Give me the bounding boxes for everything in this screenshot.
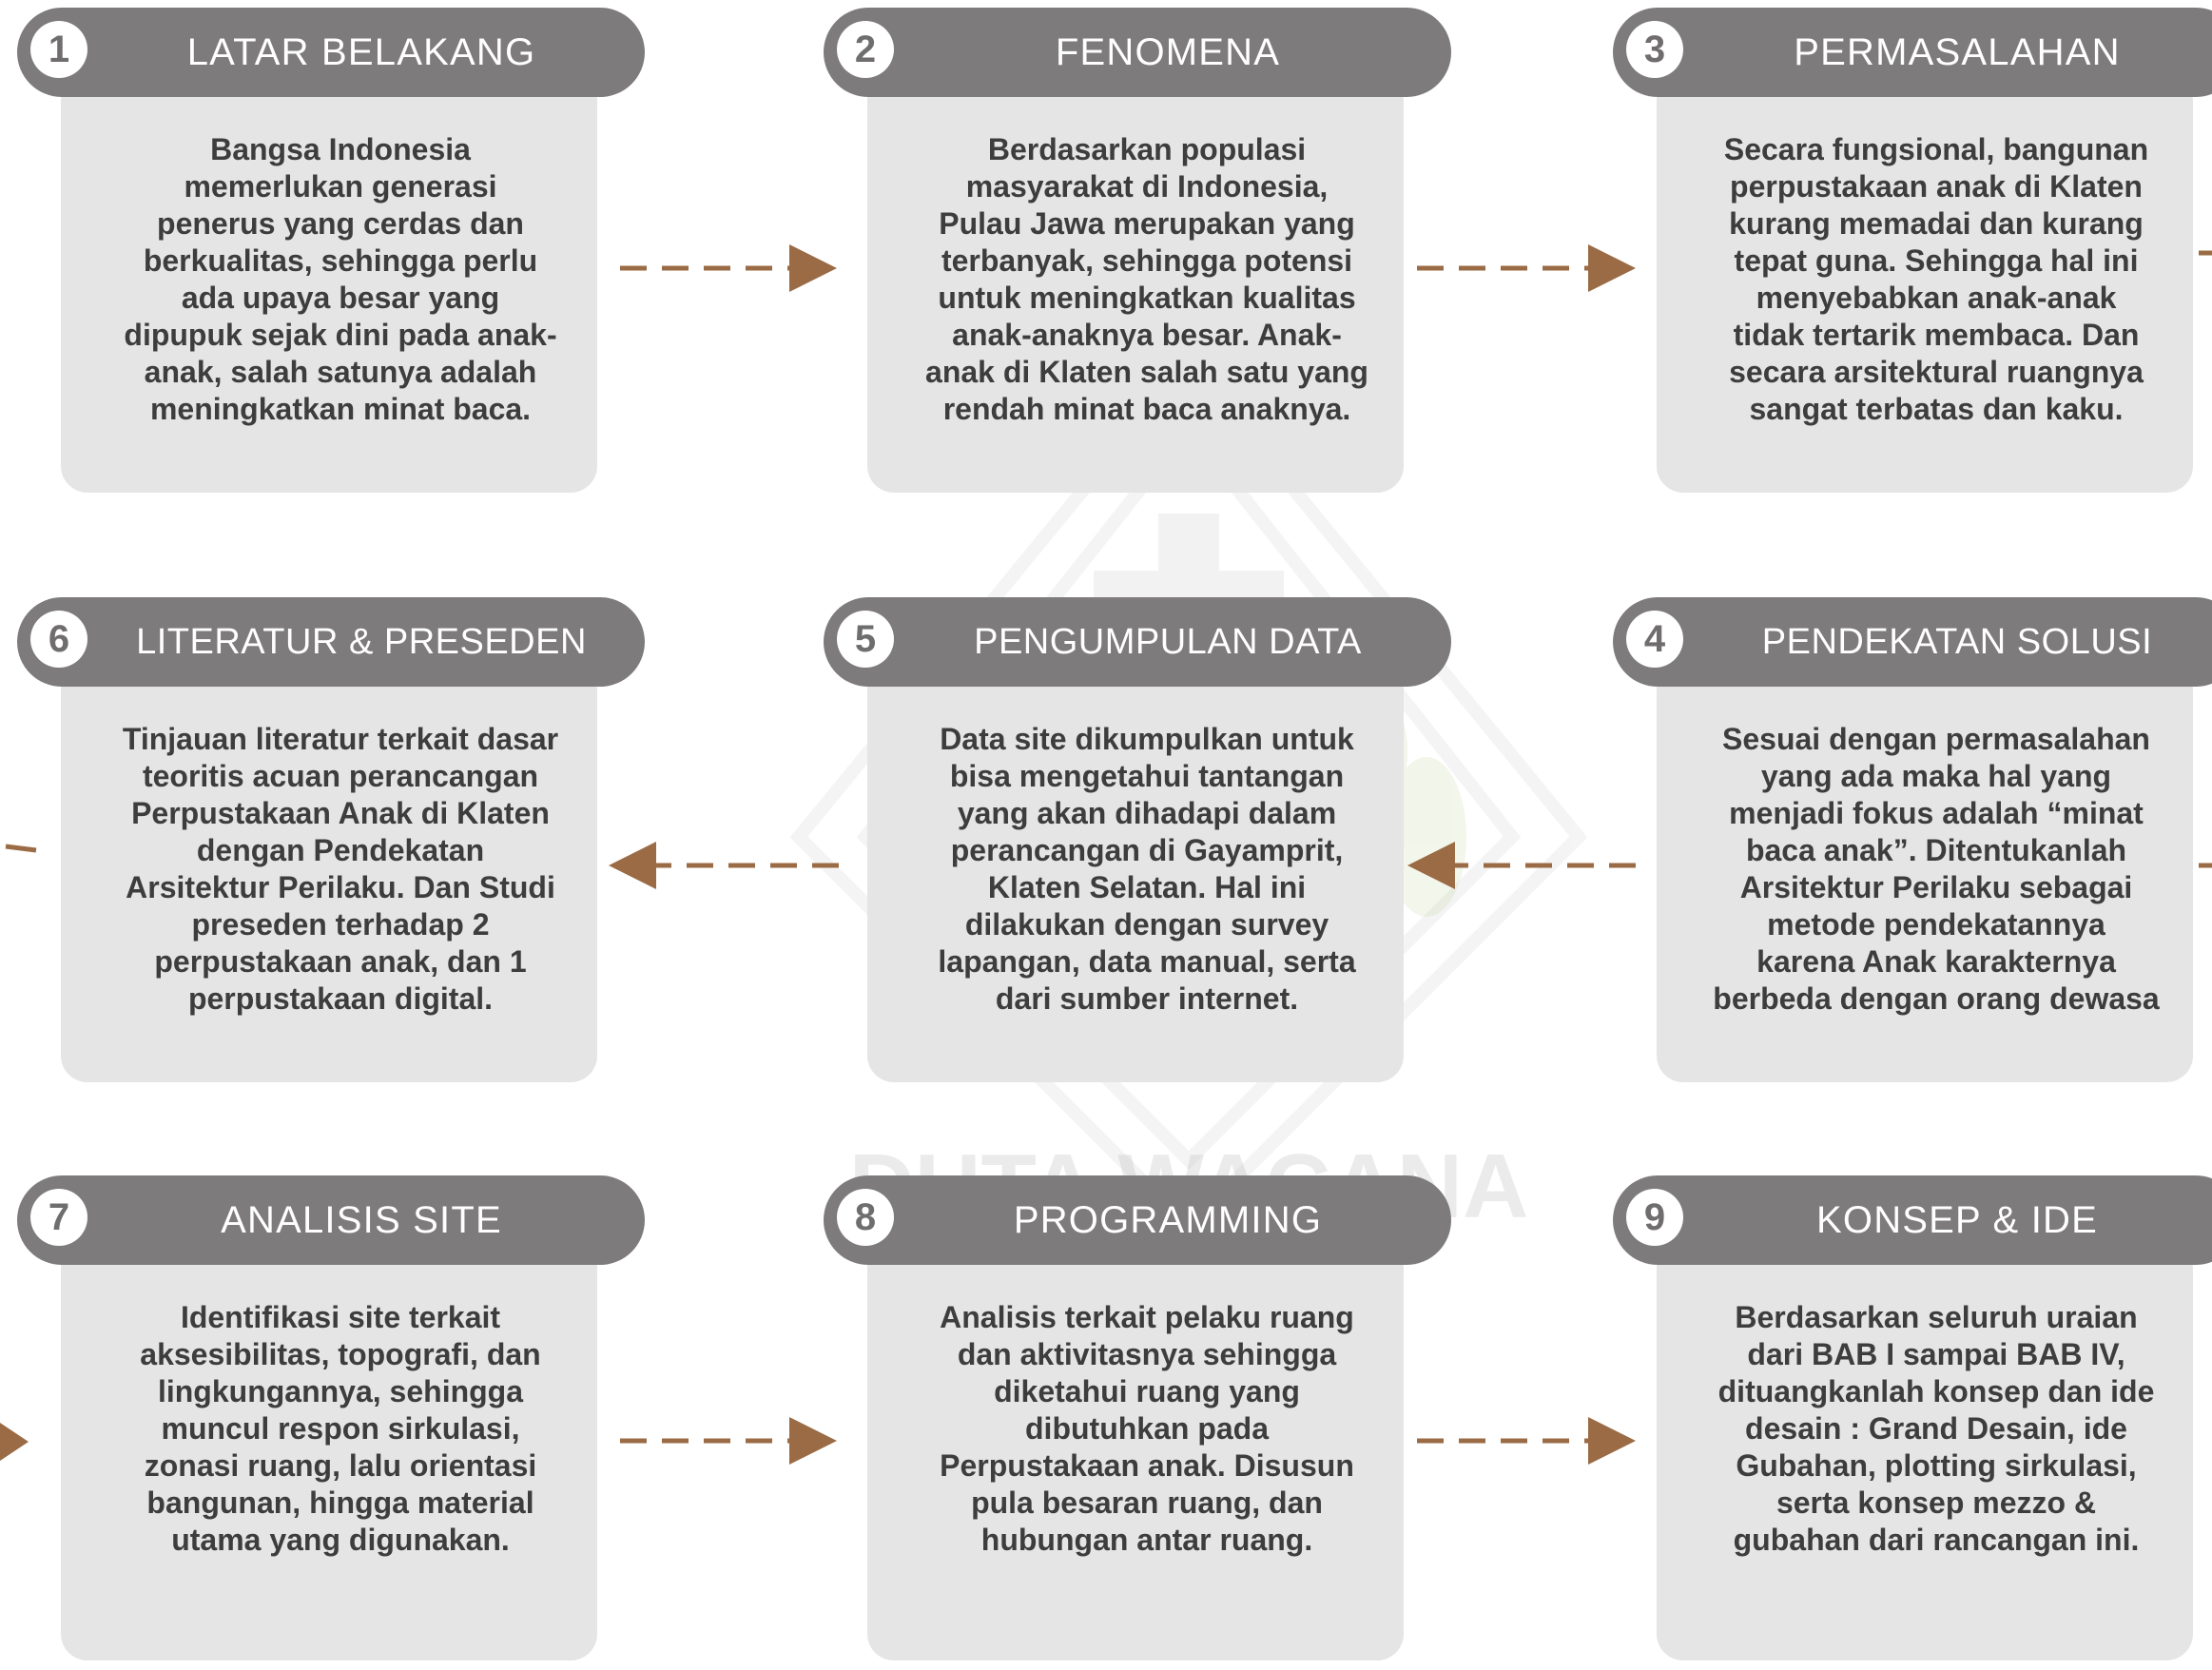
step-card [867,1242,1404,1660]
step-number-badge: 4 [1626,611,1683,668]
step-1: 1 LATAR BELAKANG Bangsa Indonesia memerl… [17,8,645,502]
step-title: PENGUMPULAN DATA [974,621,1362,662]
step-number-badge: 8 [837,1189,894,1246]
step-number-badge: 5 [837,611,894,668]
step-card [867,664,1404,1082]
step-header: 6 LITERATUR & PRESEDEN [17,597,645,687]
step-title: PENDEKATAN SOLUSI [1761,621,2153,662]
step-card [61,664,597,1082]
step-description: Bangsa Indonesia memerlukan generasi pen… [124,132,557,426]
step-title: PERMASALAHAN [1794,30,2121,73]
step-card [1657,1242,2193,1660]
step-description: Identifikasi site terkait aksesibilitas,… [140,1300,541,1557]
step-header: 5 PENGUMPULAN DATA [824,597,1451,687]
step-description: Sesuai dengan permasalahan yang ada maka… [1713,722,2160,1016]
step-number-badge: 9 [1626,1189,1683,1246]
step-9: 9 KONSEP & IDE Berdasarkan seluruh uraia… [1613,1175,2212,1670]
step-header: 8 PROGRAMMING [824,1175,1451,1265]
step-number-badge: 6 [30,611,87,668]
step-title: LATAR BELAKANG [186,30,536,73]
step-header: 1 LATAR BELAKANG [17,8,645,97]
step-card [867,74,1404,493]
step-6: 6 LITERATUR & PRESEDEN Tinjauan literatu… [17,597,645,1092]
step-2: 2 FENOMENA Berdasarkan populasi masyarak… [824,8,1451,502]
step-description: Berdasarkan seluruh uraian dari BAB I sa… [1717,1300,2155,1557]
step-card [1657,664,2193,1082]
step-4: 4 PENDEKATAN SOLUSI Sesuai dengan permas… [1613,597,2212,1092]
step-title: LITERATUR & PRESEDEN [136,621,587,662]
step-number-badge: 2 [837,21,894,78]
step-title: FENOMENA [1055,30,1281,73]
step-card [61,74,597,493]
step-description: Data site dikumpulkan untuk bisa mengeta… [938,722,1356,1016]
step-header: 7 ANALISIS SITE [17,1175,645,1265]
step-card [1657,74,2193,493]
step-8: 8 PROGRAMMING Analisis terkait pelaku ru… [824,1175,1451,1670]
step-header: 9 KONSEP & IDE [1613,1175,2212,1265]
edge-arrowhead-left-bottom [0,1423,29,1461]
step-title: PROGRAMMING [1013,1198,1323,1241]
step-5: 5 PENGUMPULAN DATA Data site dikumpulkan… [824,597,1451,1092]
step-header: 2 FENOMENA [824,8,1451,97]
step-description: Berdasarkan populasi masyarakat di Indon… [925,132,1368,426]
step-title: ANALISIS SITE [221,1198,502,1241]
edge-arrow-left-mid [5,844,37,853]
step-card [61,1242,597,1660]
step-7: 7 ANALISIS SITE Identifikasi site terkai… [17,1175,645,1670]
step-header: 3 PERMASALAHAN [1613,8,2212,97]
step-3: 3 PERMASALAHAN Secara fungsional, bangun… [1613,8,2212,502]
step-description: Tinjauan literatur terkait dasar teoriti… [122,722,559,1016]
step-description: Analisis terkait pelaku ruang dan aktivi… [940,1300,1354,1557]
step-title: KONSEP & IDE [1816,1198,2098,1241]
step-number-badge: 3 [1626,21,1683,78]
step-description: Secara fungsional, bangunan perpustakaan… [1723,132,2149,426]
step-number-badge: 1 [30,21,87,78]
step-header: 4 PENDEKATAN SOLUSI [1613,597,2212,687]
step-number-badge: 7 [30,1189,87,1246]
